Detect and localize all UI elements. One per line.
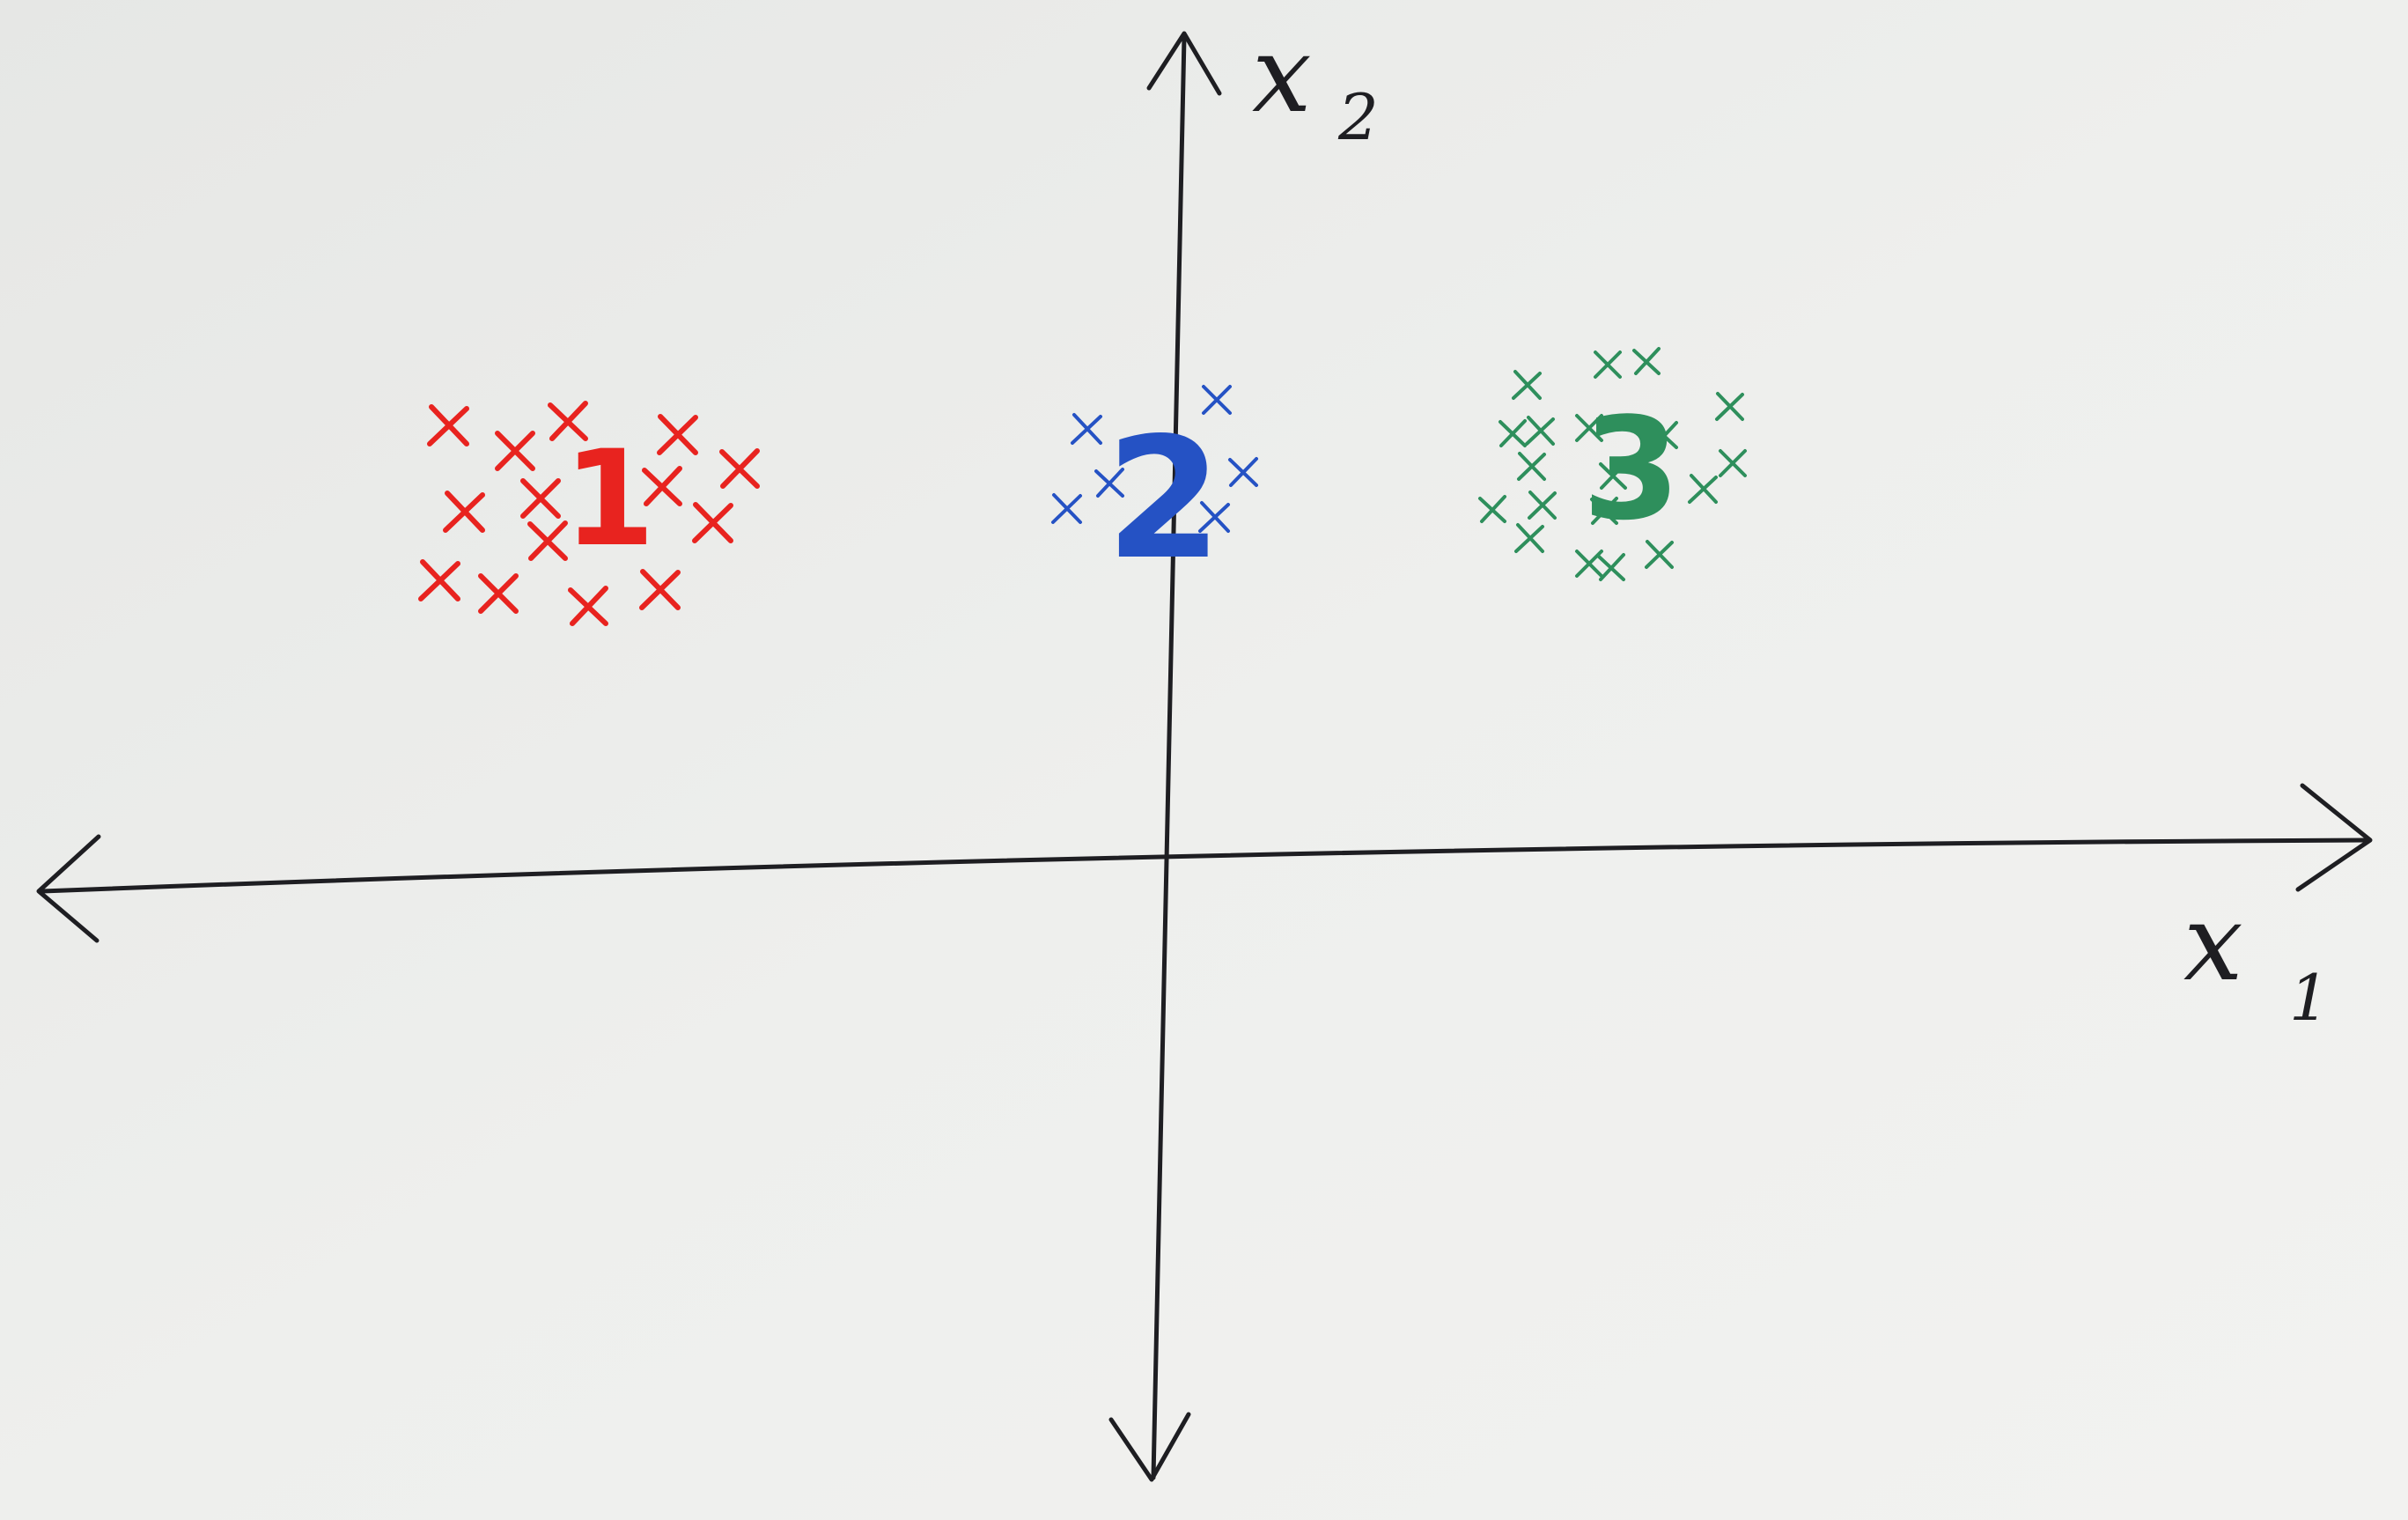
cluster-2-cross-marker bbox=[1094, 468, 1124, 498]
cluster-1-cross-marker bbox=[657, 414, 698, 455]
cluster-1-cross-marker bbox=[719, 448, 760, 489]
cluster-3 bbox=[1478, 347, 1747, 581]
cluster-1-cross-marker bbox=[642, 466, 682, 506]
cluster-3-cross-marker bbox=[1650, 421, 1678, 449]
x2-axis-label: x bbox=[1252, 14, 1312, 137]
cluster-2 bbox=[1051, 385, 1258, 533]
cluster-3-cross-marker bbox=[1528, 491, 1557, 520]
axes bbox=[36, 31, 2373, 1482]
cluster-2-cross-marker bbox=[1071, 413, 1102, 445]
x1-axis-line bbox=[40, 837, 2371, 894]
cluster-3-cross-marker bbox=[1590, 497, 1618, 525]
cluster-2-cross-marker bbox=[1198, 501, 1230, 533]
x1-axis-label: x bbox=[2183, 882, 2243, 1005]
x2-axis-line bbox=[1151, 34, 1187, 1480]
cluster-1-cross-marker bbox=[527, 520, 568, 561]
cluster-1-cross-marker bbox=[443, 491, 485, 533]
cluster-1 bbox=[418, 401, 760, 626]
cluster-3-cross-marker bbox=[1575, 550, 1603, 578]
cluster-3-cross-marker bbox=[1525, 416, 1555, 446]
cluster-1-cross-marker bbox=[478, 573, 519, 614]
cluster-3-cross-marker bbox=[1715, 392, 1744, 421]
cluster-3-cross-marker bbox=[1632, 347, 1661, 375]
cluster-3-cross-marker bbox=[1594, 350, 1622, 379]
cluster-3-cross-marker bbox=[1517, 452, 1546, 481]
x1-axis-arrow-left bbox=[36, 834, 101, 943]
cluster-3-cross-marker bbox=[1597, 553, 1625, 581]
cluster-3-cross-marker bbox=[1599, 461, 1627, 490]
cluster-3-cross-marker bbox=[1499, 419, 1527, 447]
cluster-1-cross-marker bbox=[639, 569, 681, 610]
cluster-3-cross-marker bbox=[1514, 523, 1544, 553]
cluster-1-label: 1 bbox=[563, 423, 655, 576]
cluster-3-cross-marker bbox=[1645, 540, 1674, 569]
cluster-1-cross-marker bbox=[418, 559, 460, 601]
cluster-3-label: 3 bbox=[1582, 387, 1680, 551]
cluster-2-cross-marker bbox=[1202, 385, 1232, 415]
cluster-3-cross-marker bbox=[1688, 474, 1718, 504]
cluster-2-label: 2 bbox=[1106, 402, 1222, 596]
cluster-2-cross-marker bbox=[1228, 457, 1258, 487]
cluster-1-cross-marker bbox=[692, 502, 733, 543]
cluster-1-cross-marker bbox=[548, 401, 588, 441]
cluster-3-cross-marker bbox=[1575, 414, 1603, 442]
cluster-1-cross-marker bbox=[568, 586, 608, 626]
x2-axis-arrow-up bbox=[1146, 31, 1222, 96]
x2-axis-arrow-down bbox=[1108, 1412, 1191, 1482]
cluster-3-cross-marker bbox=[1478, 495, 1506, 523]
cluster-3-cross-marker bbox=[1512, 370, 1542, 400]
x1-axis-subscript: 1 bbox=[2289, 961, 2330, 1035]
cluster-3-cross-marker bbox=[1719, 449, 1747, 477]
cluster-2-cross-marker bbox=[1051, 493, 1082, 524]
cluster-1-cross-marker bbox=[495, 431, 535, 471]
cluster-1-cross-marker bbox=[427, 404, 469, 446]
x1-axis-arrow-right bbox=[2295, 783, 2373, 892]
cluster-1-cross-marker bbox=[520, 478, 561, 519]
x2-axis-subscript: 2 bbox=[1337, 80, 1379, 154]
